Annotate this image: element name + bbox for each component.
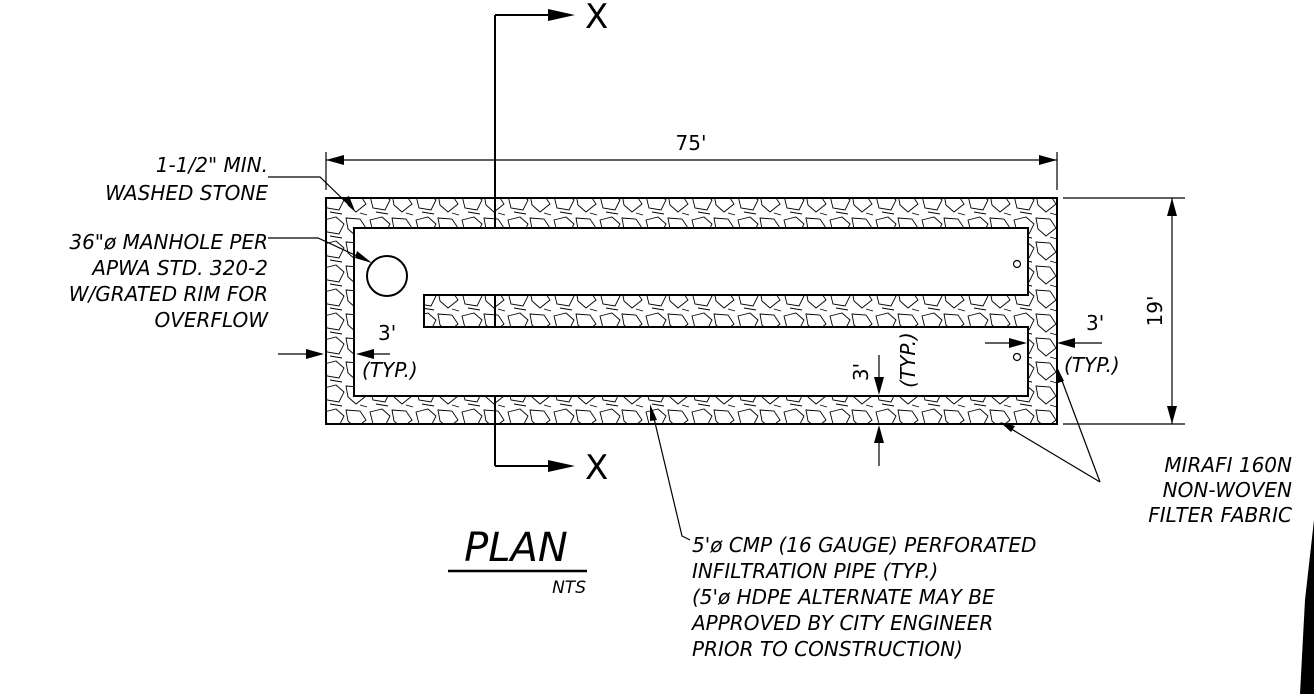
section-marker-top: X <box>585 0 608 37</box>
stone-label-line1: 1-1/2" MIN. <box>156 153 268 177</box>
manhole-label-line3: W/GRATED RIM FOR <box>69 282 268 306</box>
dim-mid-gap: 3' (TYP.) <box>849 332 920 466</box>
callout-washed-stone: 1-1/2" MIN. WASHED STONE <box>105 153 355 211</box>
callout-filter-fabric: MIRAFI 160N NON-WOVEN FILTER FABRIC <box>1000 367 1292 527</box>
pipe-label-line3: (5'ø HDPE ALTERNATE MAY BE <box>692 585 995 609</box>
edge-border-mark <box>1300 520 1314 694</box>
callout-manhole: 36"ø MANHOLE PER APWA STD. 320-2 W/GRATE… <box>69 230 372 332</box>
drawing-title: PLAN NTS <box>448 525 587 598</box>
callout-infiltration-pipe: 5'ø CMP (16 GAUGE) PERFORATED INFILTRATI… <box>650 404 1036 661</box>
fabric-label-line1: MIRAFI 160N <box>1164 453 1292 477</box>
title-text: PLAN <box>464 525 568 571</box>
section-marker-bottom: X <box>585 448 608 488</box>
dim-overall-width-text: 19' <box>1143 296 1167 327</box>
dim-mid-gap-text: 3' <box>849 363 873 381</box>
dim-right-offset-note: (TYP.) <box>1064 353 1120 377</box>
pipe-end-marker-bottom <box>1012 352 1022 362</box>
pipe-label-line1: 5'ø CMP (16 GAUGE) PERFORATED <box>692 533 1036 557</box>
dim-right-offset-text: 3' <box>1086 311 1104 335</box>
manhole-label-line2: APWA STD. 320-2 <box>90 256 268 280</box>
fabric-label-line2: NON-WOVEN <box>1163 478 1292 502</box>
stone-label-line2: WASHED STONE <box>105 181 268 205</box>
fabric-label-line3: FILTER FABRIC <box>1148 503 1292 527</box>
dim-left-offset-note: (TYP.) <box>362 358 418 382</box>
pipe-end-marker-top <box>1012 259 1022 269</box>
manhole-symbol <box>366 255 408 297</box>
dim-right-offset: 3' (TYP.) <box>985 311 1120 377</box>
manhole-label-line1: 36"ø MANHOLE PER <box>69 230 268 254</box>
dim-left-offset: 3' (TYP.) <box>278 321 418 382</box>
dim-left-offset-text: 3' <box>378 321 396 345</box>
dim-overall-length-text: 75' <box>676 131 707 155</box>
title-scale: NTS <box>552 578 586 598</box>
pipe-label-line4: APPROVED BY CITY ENGINEER <box>690 611 993 635</box>
infiltration-pipe <box>353 227 1029 397</box>
dim-mid-gap-note: (TYP.) <box>896 332 920 388</box>
dim-overall-width: 19' <box>1063 197 1185 425</box>
pipe-label-line2: INFILTRATION PIPE (TYP.) <box>692 559 938 583</box>
manhole-label-line4: OVERFLOW <box>154 308 269 332</box>
pipe-label-line5: PRIOR TO CONSTRUCTION) <box>692 637 963 661</box>
dim-overall-length: 75' <box>325 131 1058 190</box>
